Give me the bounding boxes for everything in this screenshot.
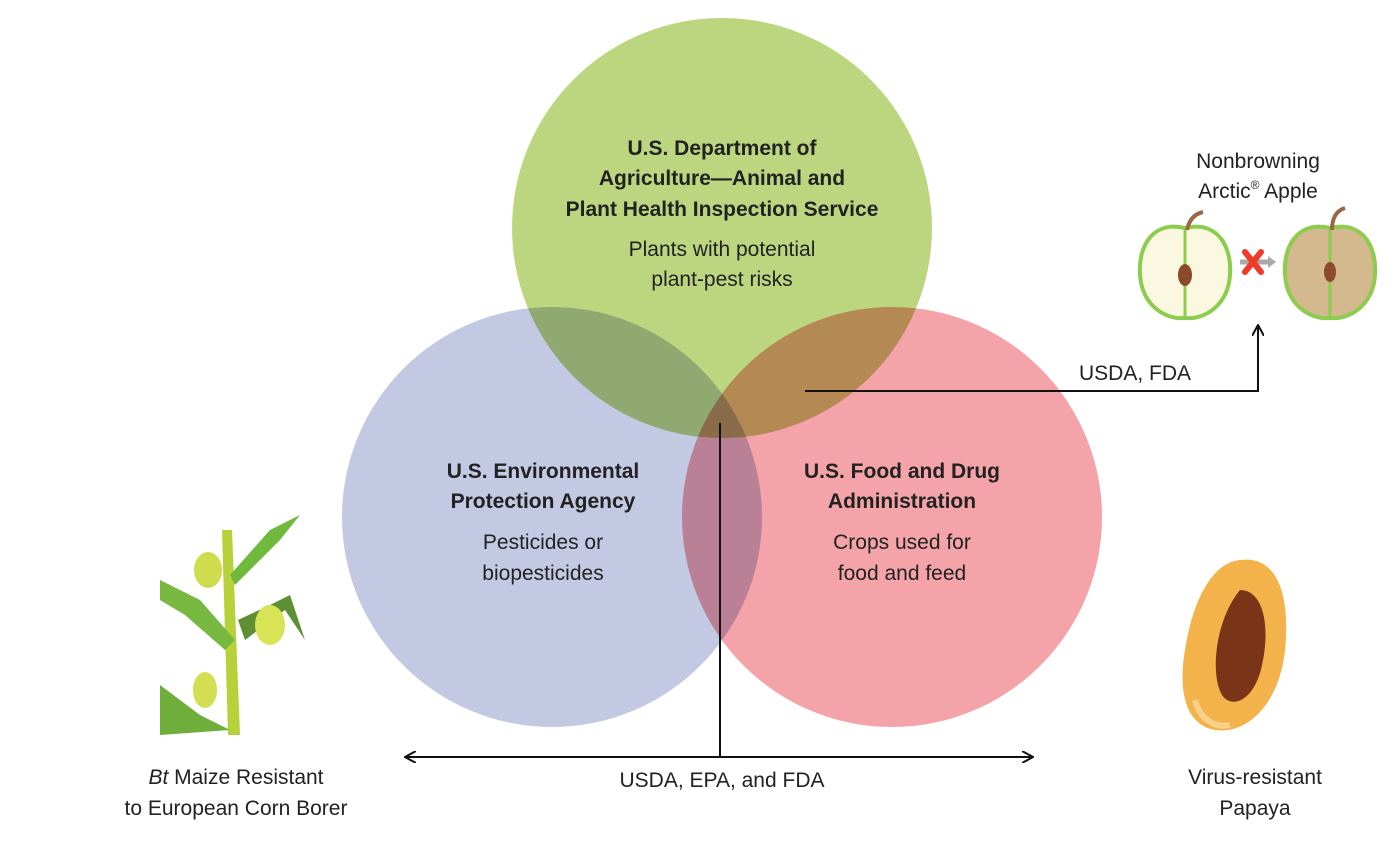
epa-desc-line: biopesticides [482, 562, 603, 585]
epa-title-line: U.S. Environmental [447, 460, 640, 483]
apple-caption-line: Nonbrowning [1196, 150, 1320, 173]
fda-title-line: Administration [828, 490, 976, 513]
usda-desc-line: Plants with potential [629, 238, 816, 261]
apple-example: Nonbrowning Arctic® Apple [1137, 150, 1378, 321]
papaya-caption-line: Virus-resistant [1188, 766, 1322, 789]
browned-apple-icon [1282, 206, 1378, 321]
bottom-arrow-label: USDA, EPA, and FDA [619, 769, 824, 792]
venn-circles [342, 18, 1102, 727]
epa-label: U.S. Environmental Protection Agency Pes… [447, 460, 640, 585]
papaya-caption-line: Papaya [1219, 797, 1291, 820]
usda-title-line: Plant Health Inspection Service [566, 198, 879, 221]
epa-circle [342, 307, 762, 727]
fda-desc-line: Crops used for [833, 531, 971, 554]
epa-desc-line: Pesticides or [483, 531, 603, 554]
usda-desc-line: plant-pest risks [651, 268, 792, 291]
fresh-apple-icon [1137, 210, 1233, 321]
usda-title-line: U.S. Department of [627, 137, 817, 160]
fda-title-line: U.S. Food and Drug [804, 460, 1000, 483]
apple-caption-line: Arctic® Apple [1198, 178, 1318, 203]
maize-example: Bt Maize Resistant to European Corn Bore… [125, 515, 348, 820]
apple-arrow [805, 326, 1258, 392]
usda-label: U.S. Department of Agriculture—Animal an… [566, 137, 879, 291]
papaya-icon [1182, 559, 1287, 731]
apple-arrow-label: USDA, FDA [1079, 362, 1191, 385]
maize-plant-icon [160, 515, 305, 735]
epa-title-line: Protection Agency [451, 490, 636, 513]
usda-title-line: Agriculture—Animal and [599, 167, 845, 190]
no-browning-icon [1240, 249, 1276, 275]
arrows: USDA, FDA USDA, EPA, and FDA [406, 326, 1258, 792]
fda-circle [682, 307, 1102, 727]
fda-desc-line: food and feed [838, 562, 966, 585]
maize-caption-line: Bt Maize Resistant [148, 766, 323, 789]
papaya-example: Virus-resistant Papaya [1182, 559, 1322, 820]
maize-caption-line: to European Corn Borer [125, 797, 348, 820]
fda-label: U.S. Food and Drug Administration Crops … [804, 460, 1000, 585]
